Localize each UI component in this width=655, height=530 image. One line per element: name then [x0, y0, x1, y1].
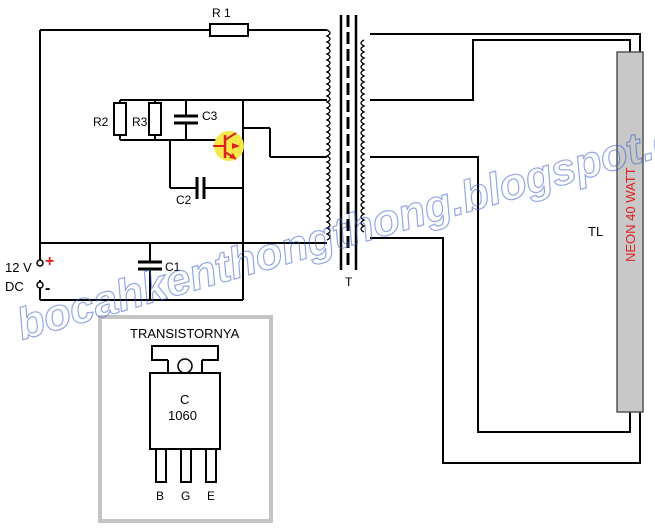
pin-e-leg	[205, 448, 217, 483]
tube-label: TL	[588, 224, 603, 239]
r3-label: R3	[132, 115, 148, 129]
r3-resistor	[148, 100, 162, 140]
pin-g-label: G	[181, 489, 190, 503]
positive-terminal	[36, 259, 44, 267]
c1-label: C1	[165, 260, 181, 274]
r2-resistor	[113, 100, 127, 140]
pin-b-label: B	[156, 489, 164, 503]
c2-label: C2	[176, 193, 192, 207]
transformer	[325, 15, 366, 270]
transistor-inset	[98, 315, 273, 523]
tube-wire-1	[370, 39, 631, 101]
negative-terminal	[36, 281, 44, 289]
c2-capacitor	[170, 177, 243, 199]
transformer-label: T	[345, 275, 353, 289]
tube-wire-4	[370, 33, 641, 55]
mounting-hole	[177, 358, 193, 374]
transistor-type-line1: C	[180, 392, 189, 407]
r1-label: R 1	[212, 6, 231, 20]
r1-resistor	[40, 23, 327, 37]
c3-capacitor	[174, 100, 198, 140]
r2-label: R2	[93, 115, 109, 129]
plus-sign: +	[45, 253, 54, 270]
supply-voltage-label: 12 V	[5, 260, 32, 275]
c3-label: C3	[202, 109, 218, 123]
neon-tube-label: NEON 40 WATT	[623, 167, 638, 262]
minus-sign: -	[45, 280, 50, 297]
transistor-title: TRANSISTORNYA	[130, 326, 240, 341]
pin-b-leg	[155, 448, 167, 483]
tube-wire-2	[370, 156, 631, 433]
pin-e-label: E	[207, 489, 215, 503]
watermark-text: bocahkenthongthong.blogspot.com	[11, 96, 655, 350]
c1-capacitor	[138, 243, 162, 300]
supply-type-label: DC	[5, 279, 24, 294]
transistor-symbol	[213, 131, 244, 161]
neon-tube	[616, 51, 644, 413]
transistor-type-line2: 1060	[168, 408, 197, 423]
tube-wire-3	[370, 237, 641, 464]
pin-g-leg	[180, 448, 192, 483]
transistor-highlight	[214, 131, 244, 161]
